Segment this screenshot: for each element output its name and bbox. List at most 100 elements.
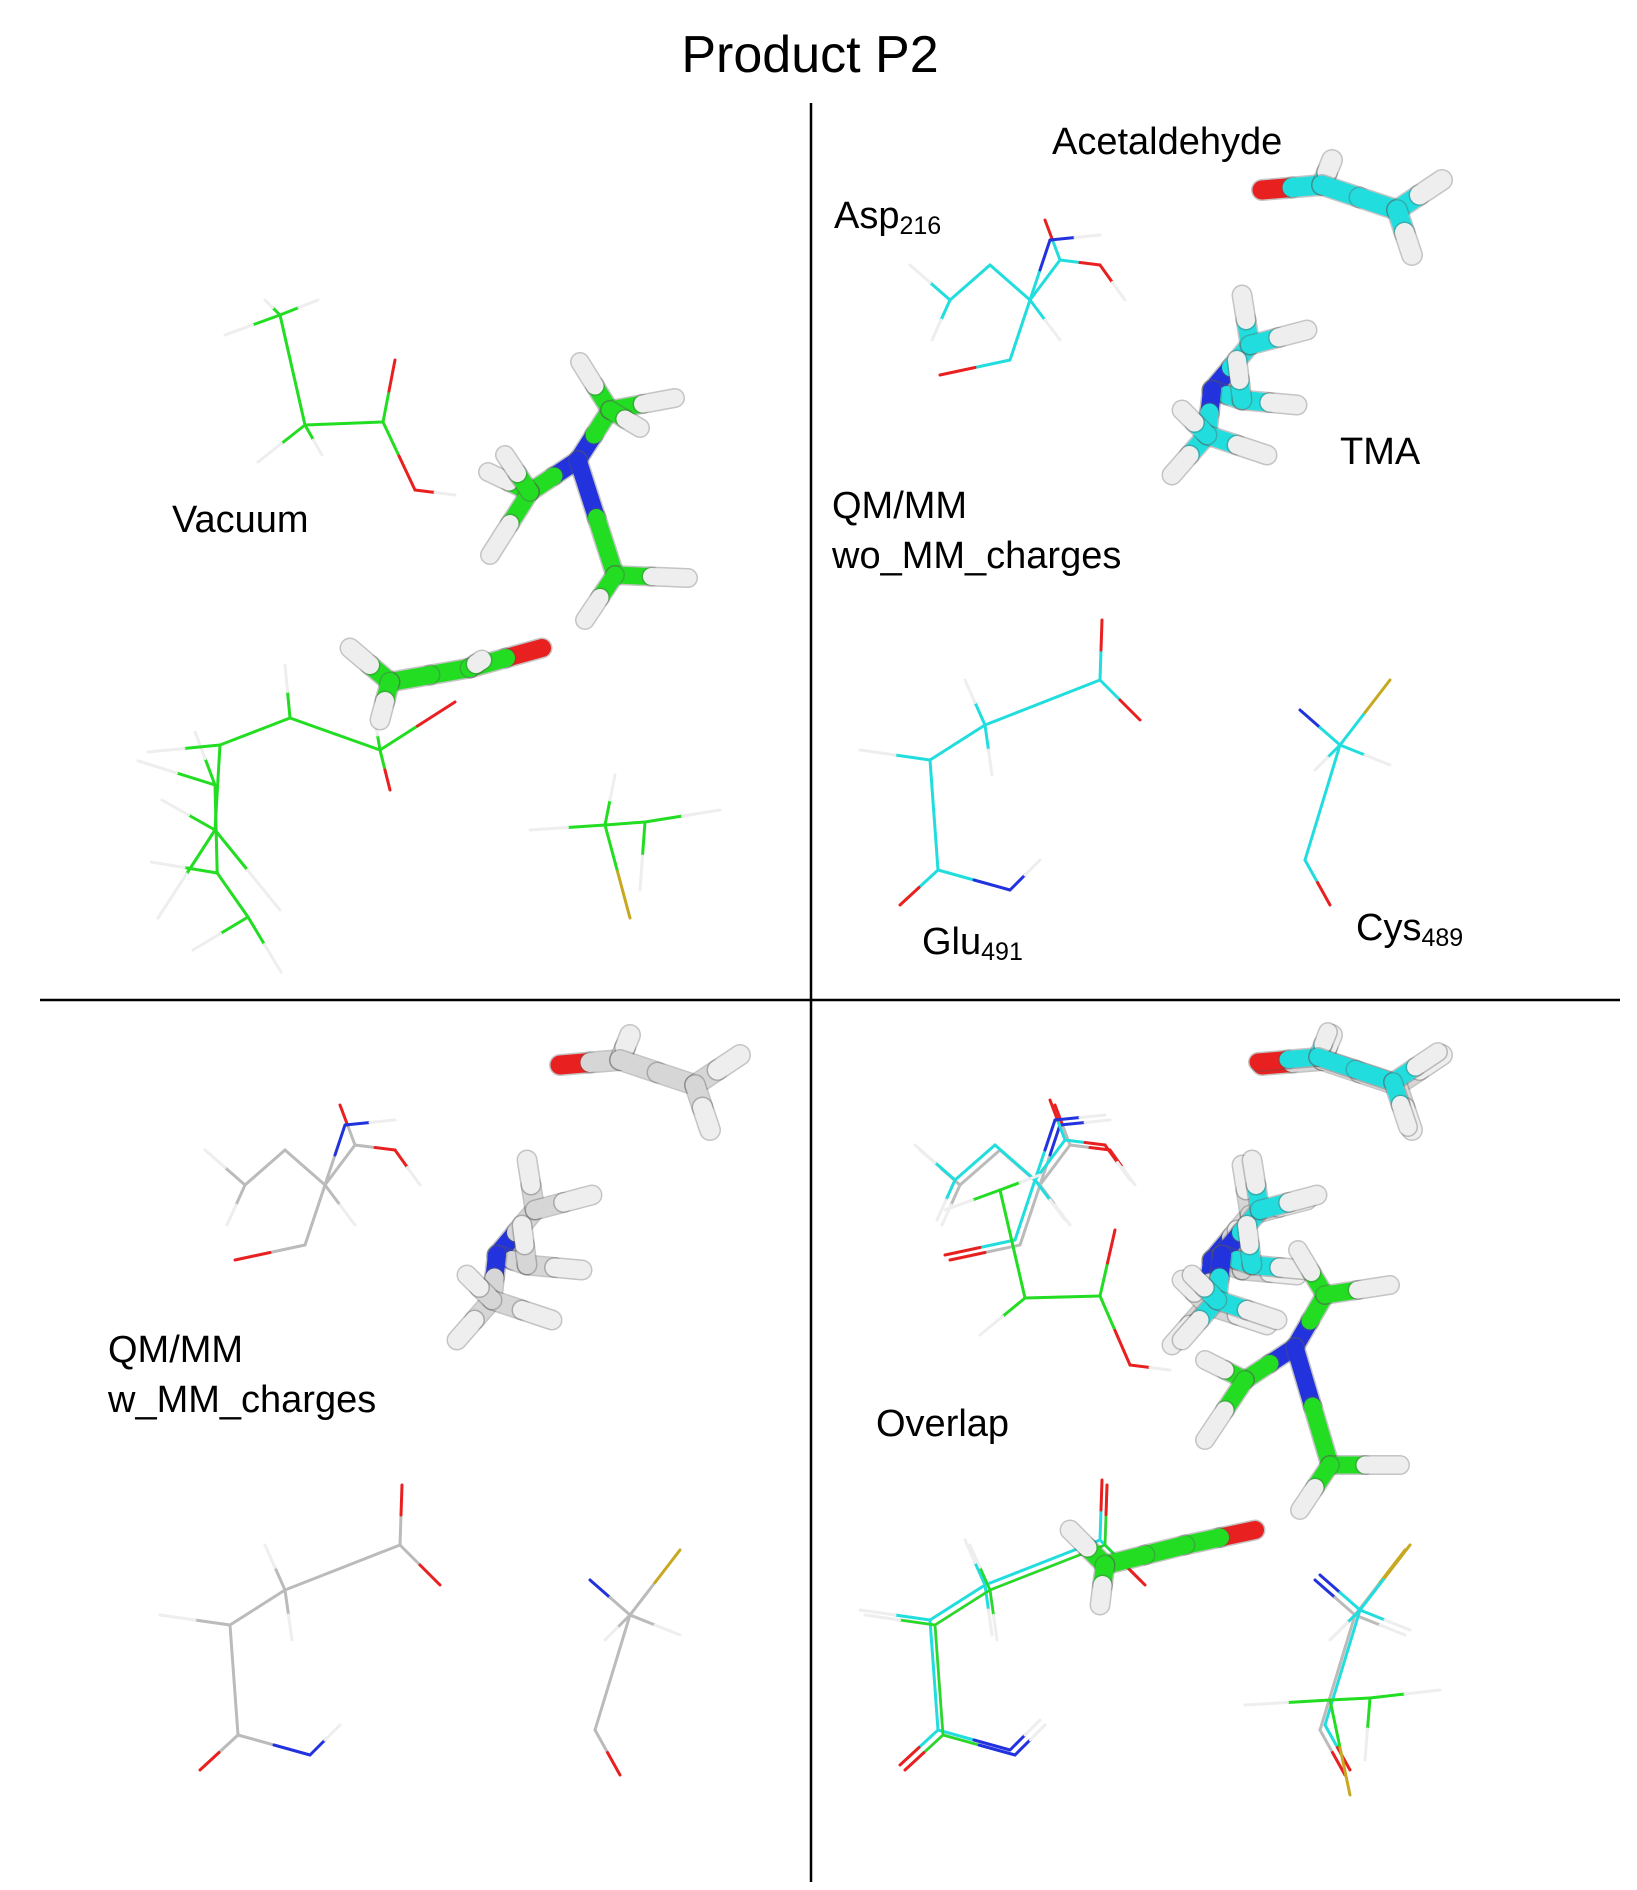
vacuum-glu-chain-bond bbox=[146, 747, 186, 754]
panel-bottom-left bbox=[158, 1024, 751, 1777]
vacuum-acetaldehyde-stick bbox=[467, 651, 491, 673]
w-cys-bond bbox=[593, 1728, 609, 1754]
overlap-vac-cys-bond bbox=[1328, 1698, 1342, 1749]
vacuum-asp-bond bbox=[280, 423, 307, 445]
w-asp-bond bbox=[303, 1213, 317, 1247]
overlap-vac-tma-stick bbox=[1291, 1479, 1324, 1519]
overlap-vac-glu-bond bbox=[922, 1733, 945, 1754]
overlap-vac-acetaldehyde-stick bbox=[1061, 1521, 1097, 1557]
overlap-wo-asp-bond bbox=[1083, 1141, 1107, 1147]
overlap-wo-cys-bond bbox=[1333, 1621, 1349, 1637]
overlap-vac-glu-bond bbox=[941, 1733, 981, 1747]
overlap-vac-cys-bond bbox=[1348, 1696, 1372, 1701]
overlap-w-asp-bond bbox=[1053, 1103, 1064, 1127]
w-glu-bond bbox=[398, 1543, 422, 1567]
vacuum-glu-chain-bond bbox=[283, 663, 289, 693]
overlap-vac-asp-bond bbox=[1098, 1261, 1109, 1298]
overlap-wo-acetaldehyde-stick bbox=[1407, 1043, 1447, 1076]
vacuum-glu-chain-bond bbox=[383, 768, 392, 792]
overlap-wo-glu-bond bbox=[898, 1746, 921, 1767]
vacuum-glu-chain-bond bbox=[216, 743, 222, 789]
w-asp-bond bbox=[343, 1121, 372, 1127]
wo-cys-bond bbox=[1363, 678, 1392, 714]
w-glu-bond bbox=[158, 1613, 197, 1622]
overlap-w-cys-bond bbox=[1336, 1613, 1357, 1674]
vacuum-glu-bond bbox=[175, 771, 217, 787]
vacuum-glu-chain-bond bbox=[160, 798, 190, 817]
w-asp-bond bbox=[406, 1166, 422, 1187]
overlap-vac-glu-bond bbox=[903, 1751, 926, 1772]
w-asp-bond bbox=[234, 1183, 247, 1207]
vacuum-tma-stick bbox=[643, 568, 697, 587]
vacuum-glu-bond bbox=[193, 730, 207, 761]
label-tma: TMA bbox=[1340, 431, 1421, 473]
w-cys-bond bbox=[628, 1581, 657, 1617]
wo-cys-bond bbox=[1303, 858, 1319, 884]
w-cys-bond bbox=[653, 1623, 682, 1637]
wo-cys-bond bbox=[1303, 801, 1324, 862]
w-glu-bond bbox=[398, 1513, 403, 1547]
wo-tma-stick bbox=[1173, 401, 1204, 432]
vacuum-cys-bond bbox=[638, 854, 644, 892]
overlap-wo-asp-bond bbox=[1048, 1198, 1067, 1222]
vacuum-tma-stick bbox=[496, 446, 526, 482]
wo-asp-bond bbox=[1008, 281, 1032, 302]
overlap-wo-glu-bond bbox=[972, 1738, 1012, 1752]
wo-glu-bond bbox=[987, 748, 994, 777]
vacuum-acetaldehyde-stick bbox=[371, 692, 394, 729]
w-asp-bond bbox=[333, 1123, 347, 1157]
overlap-vac-asp-bond bbox=[1128, 1363, 1152, 1369]
overlap-wo-tma-stick bbox=[1238, 1301, 1286, 1329]
vacuum-asp-bond bbox=[278, 313, 294, 372]
overlap-wo-glu-bond bbox=[928, 1601, 959, 1622]
label-asp-sub: 216 bbox=[899, 212, 941, 240]
overlap-vac-asp-bond bbox=[1098, 1294, 1117, 1332]
vacuum-glu-chain-bond bbox=[416, 700, 457, 728]
vacuum-glu-chain-bond bbox=[378, 748, 387, 772]
w-glu-bond bbox=[287, 1613, 294, 1642]
w-tma-stick bbox=[554, 1186, 601, 1212]
wo-glu-bond bbox=[1098, 648, 1103, 682]
wo-cys-bond bbox=[1318, 726, 1342, 747]
overlap-wo-asp-bond bbox=[1013, 1208, 1027, 1242]
overlap-vac-asp-bond bbox=[978, 1315, 1004, 1337]
w-glu-bond bbox=[308, 1738, 327, 1757]
label-acetaldehyde: Acetaldehyde bbox=[1052, 121, 1282, 163]
overlap-wo-glu-bond bbox=[1098, 1508, 1103, 1542]
overlap-wo-tma-stick bbox=[1279, 1186, 1326, 1212]
overlap-wo-tma-stick bbox=[1238, 1216, 1259, 1254]
overlap-w-asp-bond bbox=[1028, 1183, 1042, 1217]
wo-asp-bond bbox=[948, 281, 972, 302]
overlap-wo-asp-bond bbox=[953, 1161, 977, 1182]
wo-glu-bond bbox=[893, 753, 932, 762]
overlap-vac-asp-bond bbox=[1061, 1294, 1102, 1299]
wo-tma-stick bbox=[1228, 351, 1249, 389]
label-overlap: Overlap bbox=[876, 1403, 1009, 1445]
overlap-vac-glu-bond bbox=[863, 1613, 902, 1622]
wo-tma-stick bbox=[1233, 286, 1255, 329]
vacuum-glu-chain-bond bbox=[185, 828, 217, 876]
w-cys-bond bbox=[611, 1613, 632, 1674]
w-glu-bond bbox=[283, 1588, 290, 1617]
panel-bottom-right bbox=[858, 1022, 1453, 1797]
vacuum-cys-bond bbox=[623, 820, 647, 825]
vacuum-asp-bond bbox=[271, 306, 282, 317]
wo-asp-bond bbox=[988, 263, 1012, 284]
overlap-vac-asp-bond bbox=[1018, 1173, 1042, 1184]
overlap-wo-glu-bond bbox=[973, 1561, 987, 1587]
overlap-w-tma-stick bbox=[1233, 1156, 1255, 1199]
overlap-w-asp-bond bbox=[949, 1183, 962, 1207]
overlap-vac-cys-bond bbox=[1368, 1692, 1407, 1700]
w-asp-bond bbox=[225, 1203, 238, 1227]
overlap-wo-cys-bond bbox=[1323, 1666, 1344, 1727]
label-cys489: Cys489 bbox=[1356, 907, 1463, 952]
wo-asp-bond bbox=[1078, 261, 1102, 267]
vacuum-cys-bond bbox=[616, 870, 632, 920]
overlap-wo-glu-bond bbox=[893, 1613, 932, 1622]
w-tma-stick bbox=[513, 1216, 534, 1254]
overlap-wo-asp-bond bbox=[1116, 1161, 1132, 1182]
overlap-wo-asp-bond bbox=[993, 1143, 1017, 1164]
vacuum-glu-chain-bond bbox=[253, 716, 292, 733]
wo-glu-bond bbox=[898, 886, 921, 907]
w-asp-bond bbox=[283, 1148, 307, 1169]
